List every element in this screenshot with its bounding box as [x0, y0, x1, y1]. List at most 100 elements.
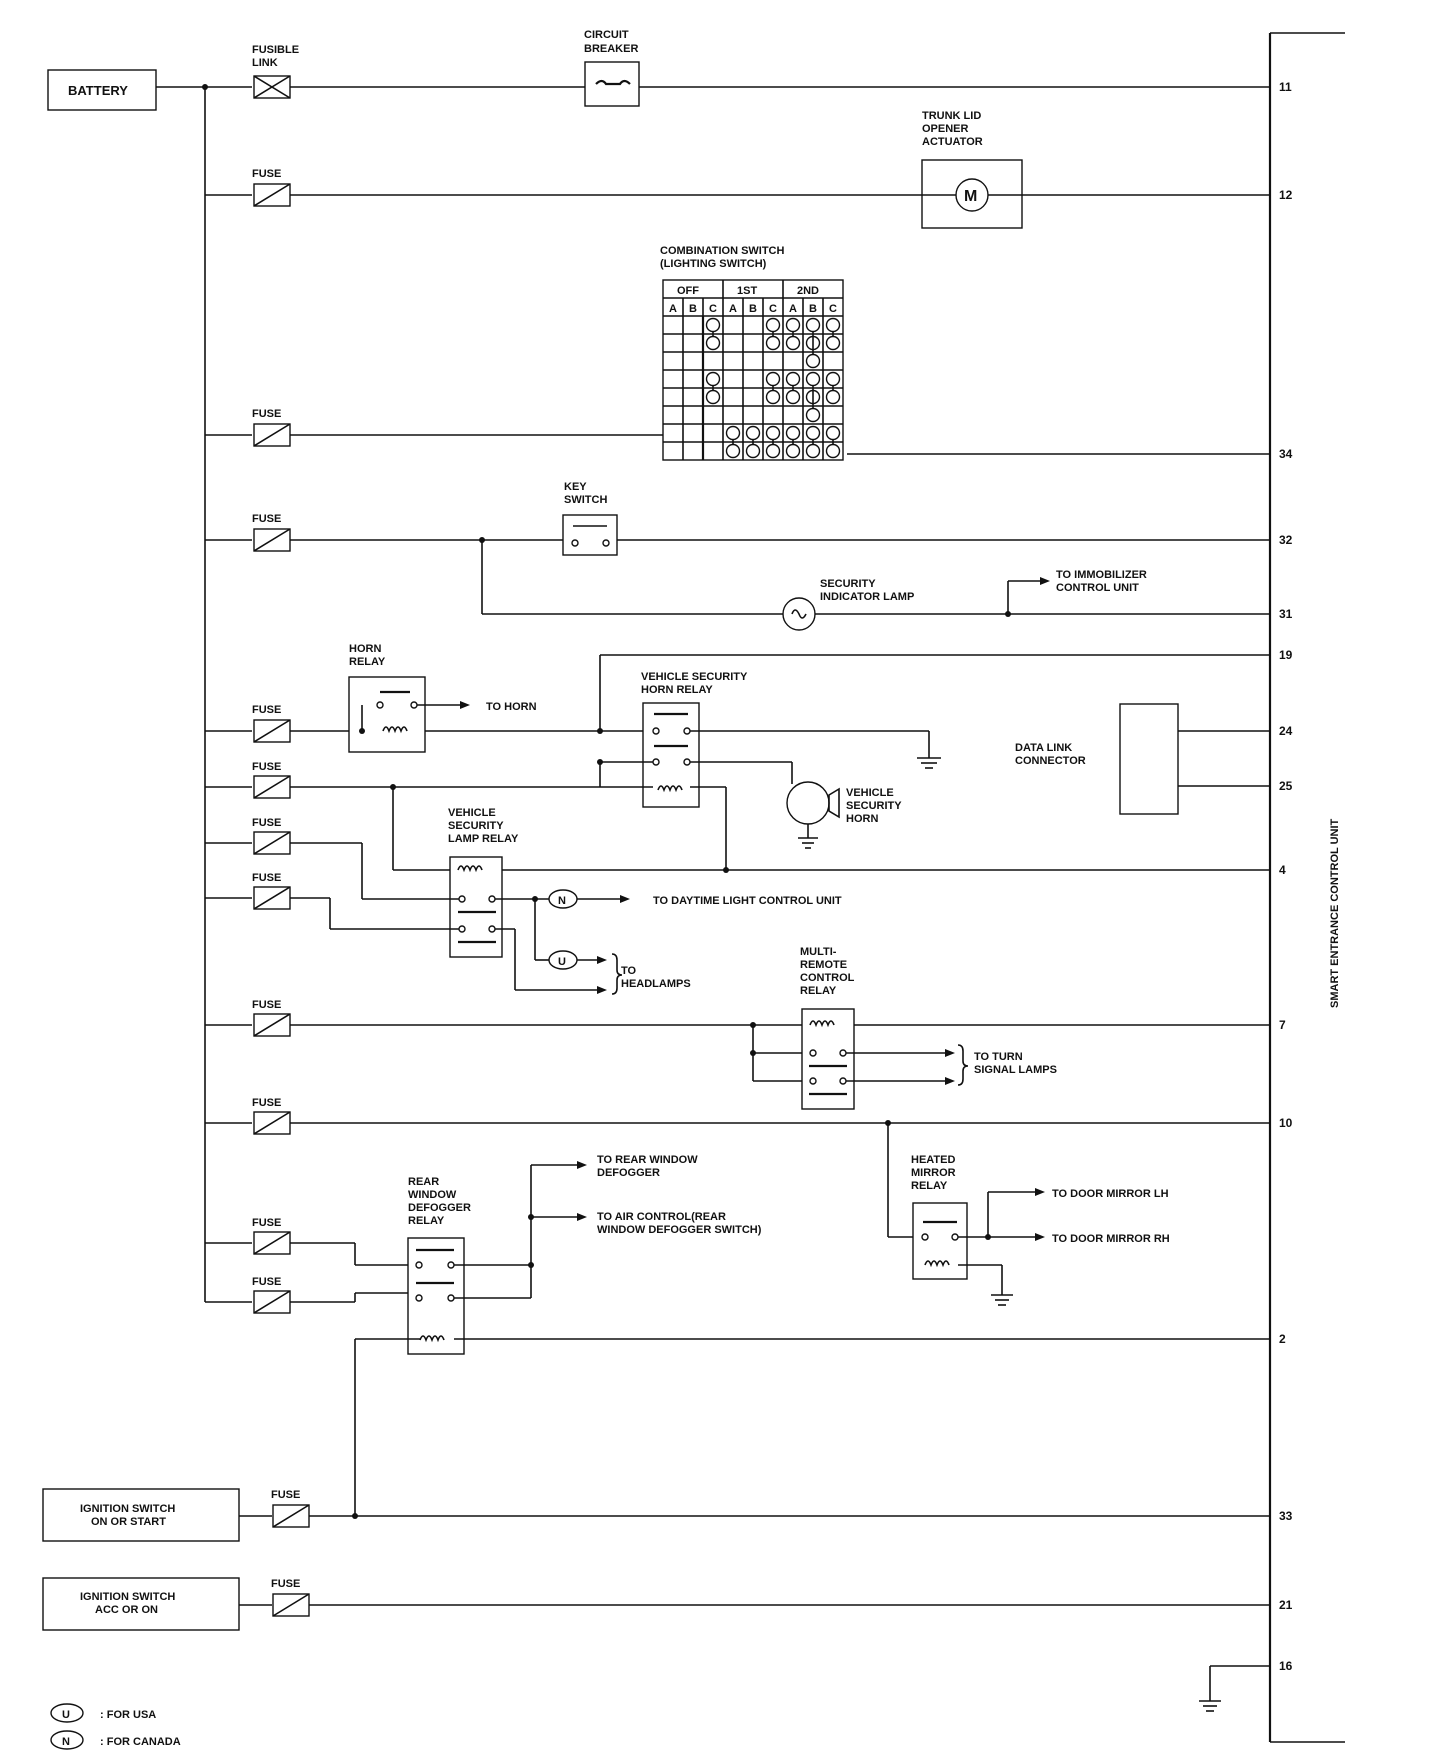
battery-label: BATTERY	[68, 83, 128, 98]
circuit-rear-defogger: FUSE FUSE REAR WINDOW DEFOGGER RELAY TO …	[205, 1154, 1286, 1516]
combo-contact	[765, 317, 781, 333]
to-rear-defogger-1: TO REAR WINDOW	[597, 1154, 698, 1166]
legend-u-text: : FOR USA	[100, 1709, 156, 1721]
combo-contact	[825, 443, 841, 459]
to-mirror-lh: TO DOOR MIRROR LH	[1052, 1188, 1169, 1200]
data-link-label-2: CONNECTOR	[1015, 755, 1086, 767]
key-switch-label-1: KEY	[564, 481, 587, 493]
lamp-relay-outputs: N TO DAYTIME LIGHT CONTROL UNIT U TO HEA…	[495, 889, 842, 995]
pin-12: 12	[1279, 188, 1293, 202]
battery: BATTERY	[47, 69, 208, 111]
circuit-pin-7: FUSE MULTI- REMOTE CONTROL RELAY TO TURN…	[205, 946, 1286, 1110]
horn-icon	[786, 781, 830, 825]
combo-contact	[745, 425, 761, 441]
multi-remote-label-3: CONTROL	[800, 972, 855, 984]
circuit-pin-31: SECURITY INDICATOR LAMP TO IMMOBILIZER C…	[481, 540, 1293, 631]
fuse-label: FUSE	[252, 513, 281, 525]
fuse-label: FUSE	[252, 761, 281, 773]
vs-lamp-relay-label-2: SECURITY	[448, 820, 504, 832]
combo-contact	[825, 425, 841, 441]
pin-7: 7	[1279, 1018, 1286, 1032]
heated-mirror-relay-box	[912, 1202, 968, 1280]
combo-contact	[765, 371, 781, 387]
pin-10: 10	[1279, 1116, 1293, 1130]
combo-column-label: A	[669, 303, 677, 315]
combo-contact	[705, 371, 721, 387]
fuse-label: FUSE	[271, 1489, 300, 1501]
combo-contact	[785, 425, 801, 441]
trunk-label-2: OPENER	[922, 123, 969, 135]
pin-24: 24	[1279, 724, 1293, 738]
combo-contact	[705, 335, 721, 351]
ignition-acc-on-box	[42, 1577, 240, 1631]
circuit-breaker-label-2: BREAKER	[584, 43, 638, 55]
pin-31: 31	[1279, 607, 1293, 621]
fuse-label: FUSE	[252, 1097, 281, 1109]
combo-contact	[705, 317, 721, 333]
combo-column-label: A	[789, 303, 797, 315]
heated-mirror-label-1: HEATED	[911, 1154, 955, 1166]
legend: U : FOR USA N : FOR CANADA	[50, 1703, 181, 1750]
multi-remote-label-1: MULTI-	[800, 946, 837, 958]
heated-mirror-label-3: RELAY	[911, 1180, 948, 1192]
rear-defogger-label-4: RELAY	[408, 1215, 445, 1227]
combo-position-label: OFF	[677, 285, 699, 297]
motor-symbol: M	[964, 188, 977, 205]
vs-lamp-relay-label-3: LAMP RELAY	[448, 833, 519, 845]
to-horn: TO HORN	[486, 701, 537, 713]
combo-contact	[825, 389, 841, 405]
horn-relay-label-1: HORN	[349, 643, 381, 655]
legend-u-symbol: U	[62, 1709, 70, 1721]
rear-defogger-label-1: REAR	[408, 1176, 439, 1188]
circuit-lamp-feed-1: FUSE	[205, 817, 459, 900]
vs-lamp-relay-box	[449, 856, 503, 958]
combo-contact	[765, 335, 781, 351]
to-air-control-1: TO AIR CONTROL(REAR	[597, 1211, 726, 1223]
combination-switch-title-2: (LIGHTING SWITCH)	[660, 258, 767, 270]
circuit-pin-21: IGNITION SWITCH ACC OR ON FUSE 21	[42, 1577, 1293, 1631]
fuse-label: FUSE	[252, 872, 281, 884]
combo-contact	[765, 389, 781, 405]
pin-25: 25	[1279, 779, 1293, 793]
fusible-link-label-2: LINK	[252, 57, 278, 69]
fusible-link-label-1: FUSIBLE	[252, 44, 299, 56]
horn-relay-label-2: RELAY	[349, 656, 386, 668]
vs-horn-label-1: VEHICLE	[846, 787, 894, 799]
to-immobilizer-2: CONTROL UNIT	[1056, 582, 1139, 594]
combo-position-label: 2ND	[797, 285, 819, 297]
fuse-label: FUSE	[252, 408, 281, 420]
fuse-label: FUSE	[252, 168, 281, 180]
rear-defogger-label-2: WINDOW	[408, 1189, 457, 1201]
combo-contact	[745, 443, 761, 459]
multi-remote-label-4: RELAY	[800, 985, 837, 997]
ign-on-start-1: IGNITION SWITCH	[80, 1503, 175, 1515]
combo-contact	[805, 407, 821, 423]
data-link-label-1: DATA LINK	[1015, 742, 1072, 754]
to-turn-1: TO TURN	[974, 1051, 1023, 1063]
combo-column-label: C	[829, 303, 837, 315]
trunk-label-3: ACTUATOR	[922, 136, 983, 148]
combo-position-label: 1ST	[737, 285, 757, 297]
combo-column-label: B	[809, 303, 817, 315]
pin-33: 33	[1279, 1509, 1293, 1523]
to-turn-2: SIGNAL LAMPS	[974, 1064, 1057, 1076]
circuit-vs-coil: FUSE VEHICLE SECURITY HORN	[205, 759, 902, 849]
circuit-pin-4: 4 VEHICLE SECURITY LAMP RELAY	[392, 786, 1286, 958]
fuse-label: FUSE	[252, 999, 281, 1011]
pin-11: 11	[1279, 80, 1292, 94]
combo-contact	[725, 443, 741, 459]
combo-contact	[765, 425, 781, 441]
vs-horn-relay-label-1: VEHICLE SECURITY	[641, 671, 748, 683]
pin-34: 34	[1279, 447, 1293, 461]
to-headlamps-2: HEADLAMPS	[621, 978, 691, 990]
to-daytime: TO DAYTIME LIGHT CONTROL UNIT	[653, 895, 842, 907]
ign-acc-on-2: ACC OR ON	[95, 1604, 158, 1616]
vs-lamp-relay-label-1: VEHICLE	[448, 807, 496, 819]
to-mirror-rh: TO DOOR MIRROR RH	[1052, 1233, 1170, 1245]
to-rear-defogger-2: DEFOGGER	[597, 1167, 660, 1179]
security-lamp-label-2: INDICATOR LAMP	[820, 591, 914, 603]
multi-remote-label-2: REMOTE	[800, 959, 847, 971]
vs-horn-relay-label-2: HORN RELAY	[641, 684, 713, 696]
